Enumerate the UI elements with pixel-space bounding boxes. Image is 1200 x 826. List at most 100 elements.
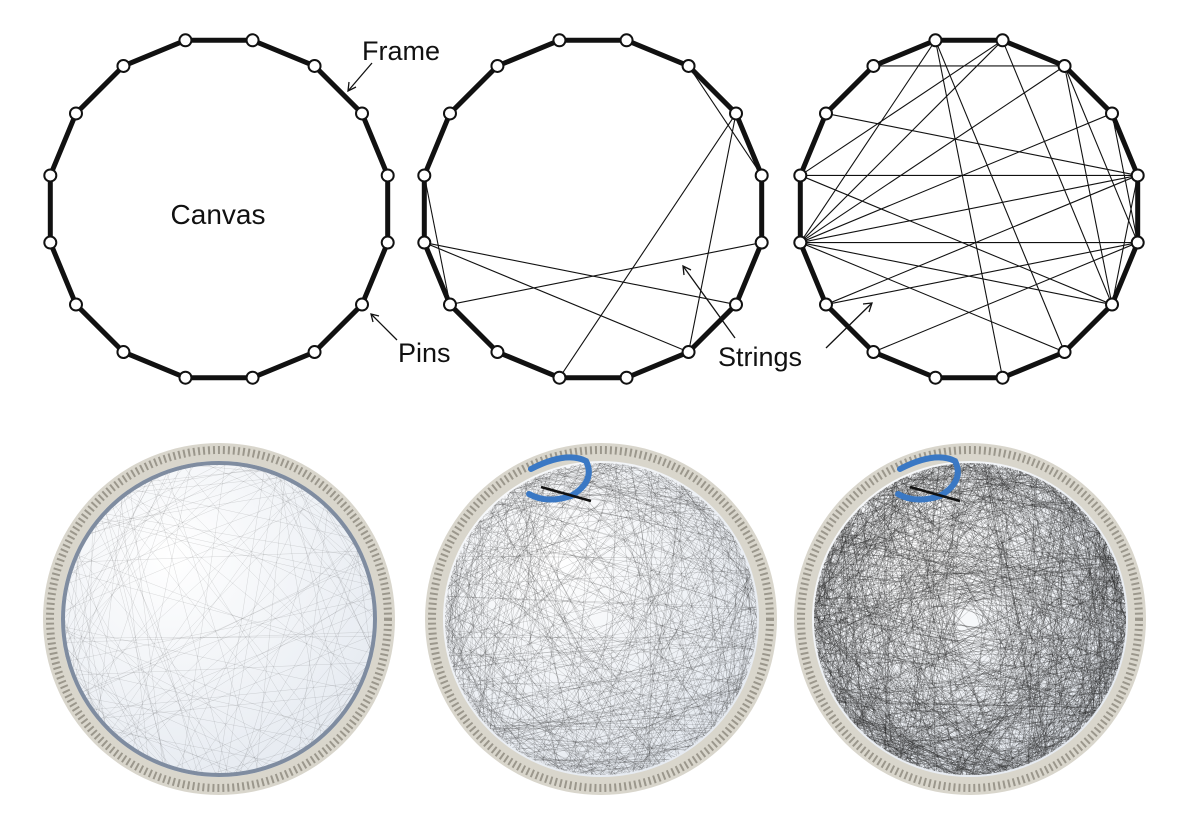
photo-inner-ring — [61, 461, 377, 777]
pin — [866, 58, 881, 73]
string-line — [449, 242, 762, 306]
pin — [178, 33, 193, 48]
pin — [307, 58, 322, 73]
string-line — [1002, 40, 1113, 305]
photo-pin-ring — [797, 446, 1143, 792]
pin — [245, 33, 260, 48]
photo-bobbin-arm — [526, 454, 592, 503]
frame-label: Frame — [362, 36, 440, 66]
string-line — [688, 113, 737, 353]
pin — [1105, 297, 1120, 312]
pin — [442, 106, 457, 121]
pin — [995, 370, 1010, 385]
string-line — [558, 113, 737, 379]
photo-early-stage — [43, 443, 395, 795]
pin — [928, 370, 943, 385]
pin — [793, 168, 808, 183]
string-line — [800, 242, 1065, 353]
photo-bobbin-arm — [895, 454, 961, 503]
pin — [43, 168, 58, 183]
pin — [995, 33, 1010, 48]
pin — [355, 297, 370, 312]
pin — [681, 345, 696, 360]
strings-arrow-right — [825, 302, 873, 349]
pin — [68, 297, 83, 312]
pin — [1130, 235, 1145, 250]
pin — [552, 370, 567, 385]
pin — [818, 297, 833, 312]
pin — [116, 345, 131, 360]
string-line — [799, 65, 1065, 244]
photo-middle-stage — [425, 443, 777, 795]
frame-arrow — [347, 62, 373, 93]
string-line — [934, 40, 1004, 378]
pin — [729, 297, 744, 312]
pin — [729, 106, 744, 121]
pin — [552, 33, 567, 48]
string-line — [1111, 175, 1139, 305]
pin — [681, 58, 696, 73]
pin — [490, 58, 505, 73]
string-line — [873, 242, 1138, 353]
pin — [417, 168, 432, 183]
pin — [178, 370, 193, 385]
pin — [417, 235, 432, 250]
canvas-label: Canvas — [171, 199, 266, 230]
string-line — [800, 242, 1113, 306]
string-line — [800, 112, 1113, 244]
photo-threads — [814, 463, 1126, 775]
string-line — [423, 175, 451, 305]
pin — [380, 235, 395, 250]
photo-canvas — [61, 461, 377, 777]
string-line — [934, 40, 1066, 353]
pin — [355, 106, 370, 121]
pin — [754, 168, 769, 183]
pin — [1130, 168, 1145, 183]
string-line — [825, 174, 1138, 306]
photo-pin-ring — [46, 446, 392, 792]
diagram-many-strings — [793, 33, 1145, 385]
pins-arrow — [370, 313, 398, 341]
string-line — [825, 112, 1138, 176]
pin — [1105, 106, 1120, 121]
pins-label: Pins — [398, 338, 451, 368]
string-line — [1064, 65, 1113, 305]
pin — [68, 106, 83, 121]
photo-needle — [909, 485, 961, 503]
pin — [307, 345, 322, 360]
pin — [619, 370, 634, 385]
string-line — [799, 39, 1003, 243]
pin — [380, 168, 395, 183]
diagram-empty-frame — [43, 33, 395, 385]
strings-label: Strings — [718, 342, 802, 372]
pin — [928, 33, 943, 48]
photo-needle — [540, 485, 592, 503]
photo-canvas — [812, 461, 1128, 777]
pin — [1057, 58, 1072, 73]
photo-pin-ring — [428, 446, 774, 792]
string-line — [1064, 65, 1139, 243]
diagram-few-strings — [417, 33, 769, 385]
string-line — [1111, 113, 1139, 243]
pin — [754, 235, 769, 250]
string-line — [424, 242, 689, 353]
pin — [619, 33, 634, 48]
string-line — [424, 242, 737, 306]
string-line — [688, 65, 763, 176]
photo-late-stage — [794, 443, 1146, 795]
photo-canvas — [443, 461, 759, 777]
pin — [866, 345, 881, 360]
pin — [490, 345, 505, 360]
string-line — [799, 39, 1003, 176]
pin — [43, 235, 58, 250]
string-line — [800, 174, 1113, 306]
pin — [245, 370, 260, 385]
pin — [1057, 345, 1072, 360]
pin — [818, 106, 833, 121]
pin — [116, 58, 131, 73]
photo-threads — [445, 463, 757, 775]
pin — [793, 235, 808, 250]
string-line — [799, 39, 936, 243]
strings-arrow-left — [682, 264, 736, 339]
